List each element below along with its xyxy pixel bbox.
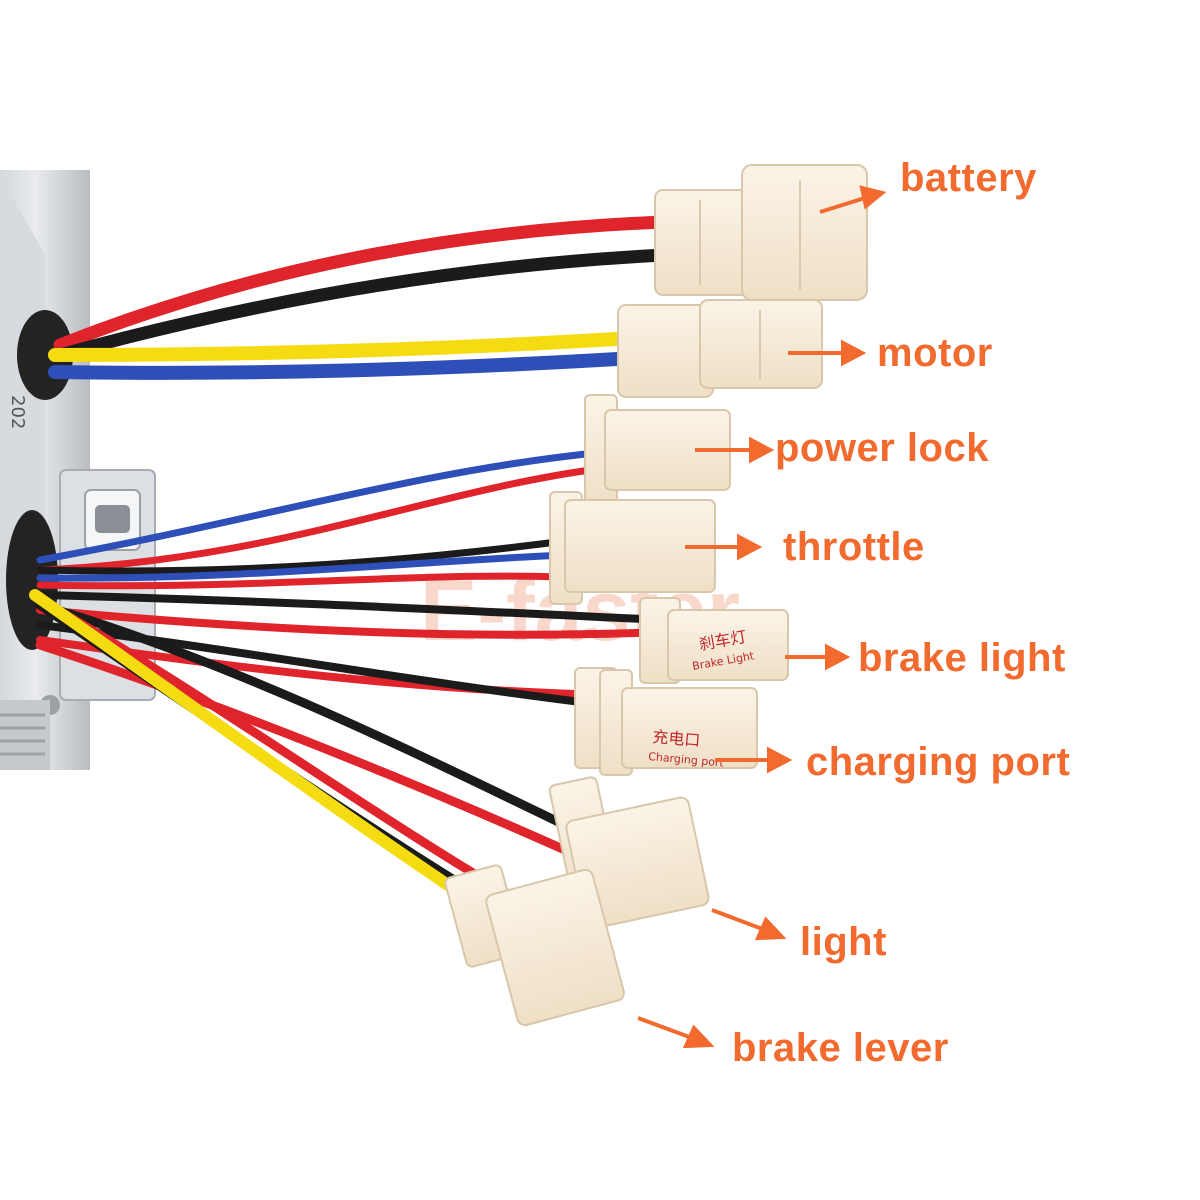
- charging-port-connector: 充电口 Charging port: [574, 667, 758, 776]
- brake-lever-wire-yellow: [29, 589, 491, 916]
- throttle-wire-red: [36, 572, 584, 590]
- motor-connector: [617, 299, 823, 398]
- arrow-icon: [637, 1016, 715, 1049]
- callout-arrows: [637, 185, 887, 1049]
- brake-light-connector: 刹车灯 Brake Light: [639, 597, 789, 684]
- arrow-icon: [715, 746, 793, 774]
- upper-wire-bundle: [48, 215, 672, 380]
- battery-wire-red: [53, 215, 672, 352]
- lower-wire-bundle: [29, 448, 669, 916]
- motor-wire-yellow: [48, 331, 639, 362]
- arrow-icon: [819, 185, 887, 214]
- power-lock-wire-blue: [36, 448, 609, 564]
- charging-tag-cn: 充电口: [652, 727, 701, 750]
- arrow-icon: [785, 643, 851, 671]
- throttle-connector: [549, 491, 716, 605]
- battery-connector: [654, 164, 868, 301]
- arrow-icon: [711, 908, 787, 941]
- arrow-icon: [685, 533, 763, 561]
- battery-wire-black: [53, 248, 672, 362]
- brake-light-wire-black: [36, 591, 669, 624]
- brake-lever-connector: [444, 864, 625, 1027]
- grommet-bottom: [6, 510, 58, 650]
- power-lock-wire-red: [36, 464, 609, 574]
- brake-light-wire-red: [36, 606, 669, 639]
- charging-wire-black: [36, 621, 609, 709]
- throttle-wire-blue: [36, 551, 572, 582]
- controller-marking: 202: [7, 395, 28, 429]
- arrow-icon: [695, 436, 775, 464]
- controller-box: 202: [0, 170, 156, 770]
- arrow-icon: [788, 339, 867, 367]
- motor-wire-blue: [48, 350, 657, 380]
- heatsink-fins: [0, 713, 45, 756]
- light-wire-red: [35, 640, 570, 855]
- throttle-wire-black: [36, 536, 576, 575]
- light-wire-black: [35, 600, 580, 835]
